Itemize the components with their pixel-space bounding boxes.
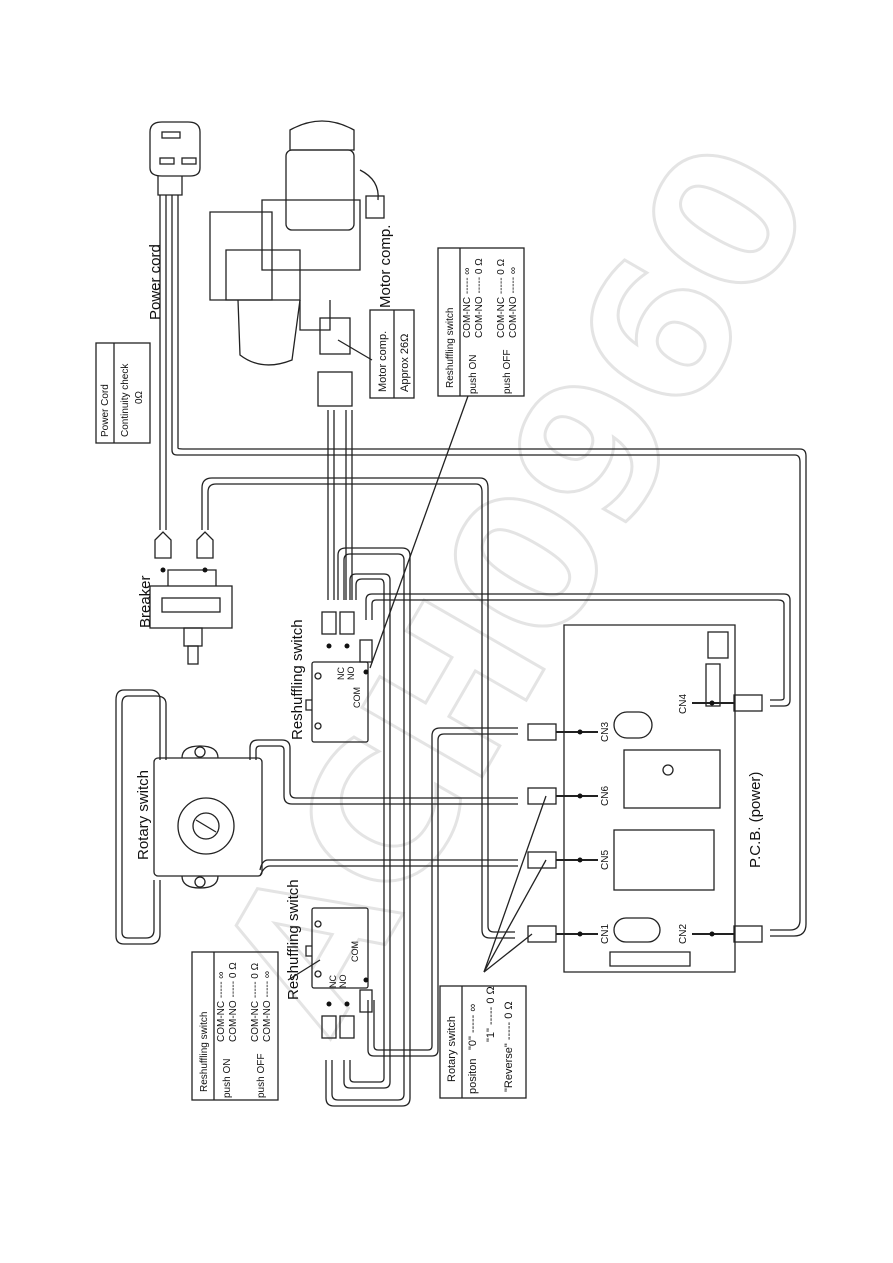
cn5-label: CN5	[600, 850, 611, 870]
rotary-switch-label: Rotary switch	[135, 770, 152, 860]
reshuffling-switch-top	[305, 661, 369, 743]
connectors-bottom-switch	[321, 989, 373, 1039]
motor-table-value: Approx 26Ω	[399, 334, 411, 392]
power-cord-label: Power cord	[147, 244, 164, 320]
com-top-label: COM	[352, 687, 362, 708]
power-cord-table-row1: Continuity check	[120, 363, 131, 437]
power-plug	[149, 121, 201, 196]
reshuffle-top-on-2: COM-NO ----- 0 Ω	[474, 258, 485, 338]
rotary-table-r2: "1" ----- 0 Ω	[485, 986, 497, 1042]
rotary-table-r1: "0" ----- ∞	[467, 1004, 479, 1050]
wire-bottom-com-to-cn3	[367, 727, 518, 1057]
reshuffle-top-off-2: COM-NO ----- ∞	[508, 267, 519, 338]
reshuffling-switch-top-label: Reshuffling switch	[289, 619, 306, 740]
rotary-table-title: Rotary switch	[446, 1016, 458, 1082]
reshuffle-top-off-label: push OFF	[502, 350, 513, 394]
pcb-board	[563, 624, 736, 973]
callout-bottom-switch	[287, 959, 321, 981]
cn4-label: CN4	[678, 694, 689, 714]
wire-breaker-to-cn1	[201, 477, 515, 939]
reshuffle-bottom-off-1: COM-NC ----- 0 Ω	[250, 962, 261, 1042]
rotary-table-r3: "Reverse" ----- 0 Ω	[503, 1001, 515, 1092]
reshuffle-bottom-on-1: COM-NC ----- ∞	[216, 972, 227, 1042]
power-cord-table-row2: 0Ω	[134, 390, 145, 404]
wire-power-cord-to-pcb	[159, 195, 807, 937]
reshuffle-bottom-on-label: push ON	[222, 1059, 233, 1098]
reshuffle-bottom-on-2: COM-NO ----- 0 Ω	[228, 962, 239, 1042]
pcb-pins	[556, 702, 734, 935]
reshuffle-top-title: Reshuffling switch	[445, 308, 456, 388]
power-cord-table-title: Power Cord	[100, 384, 111, 437]
rotary-switch	[153, 745, 263, 889]
power-cord-table	[95, 342, 151, 444]
no-bottom-label: NO	[338, 975, 348, 989]
reshuffle-table-top-box	[437, 247, 525, 397]
breaker-label: Breaker	[137, 575, 154, 628]
reshuffle-table-bottom-box	[191, 951, 279, 1101]
no-top-label: NO	[346, 667, 356, 681]
rotary-table-col: positon	[467, 1059, 479, 1094]
cn1-label: CN1	[600, 924, 611, 944]
wire-switch-loops	[325, 547, 411, 1107]
rotary-table-box	[439, 985, 527, 1099]
callout-top-switch	[369, 395, 469, 669]
reshuffle-top-on-1: COM-NC ----- ∞	[462, 268, 473, 338]
pcb-label: P.C.B. (power)	[747, 772, 764, 868]
reshuffling-switch-bottom	[305, 907, 369, 989]
wire-switch-com-to-cn4	[365, 593, 791, 707]
reshuffle-top-on-label: push ON	[468, 355, 479, 394]
callout-rotary	[483, 795, 547, 973]
nc-bottom-label: NC	[328, 975, 338, 988]
reshuffle-bottom-off-2: COM-NO ----- ∞	[262, 971, 273, 1042]
reshuffle-top-off-1: COM-NC ----- 0 Ω	[496, 258, 507, 338]
motor-comp	[209, 120, 385, 407]
watermark-text: ACH0960	[178, 108, 857, 1062]
junction-dots	[160, 567, 715, 1007]
wire-rotary-loop	[115, 689, 167, 945]
motor-comp-label: Motor comp.	[377, 225, 394, 308]
connectors-breaker	[154, 531, 214, 559]
wire-rotary-to-cn6-cn5	[249, 739, 518, 877]
motor-table	[369, 309, 415, 399]
cn3-label: CN3	[600, 722, 611, 742]
motor-table-title: Motor comp.	[377, 331, 389, 392]
wire-motor-to-switch	[327, 410, 353, 600]
com-bottom-label: COM	[350, 941, 360, 962]
cn6-label: CN6	[600, 786, 611, 806]
reshuffle-bottom-off-label: push OFF	[256, 1054, 267, 1098]
breaker	[149, 569, 233, 665]
callout-motor	[337, 339, 373, 361]
nc-top-label: NC	[336, 667, 346, 680]
cn2-label: CN2	[678, 924, 689, 944]
reshuffle-bottom-title: Reshuffling switch	[199, 1012, 210, 1092]
reshuffling-switch-bottom-label: Reshuffling switch	[285, 879, 302, 1000]
